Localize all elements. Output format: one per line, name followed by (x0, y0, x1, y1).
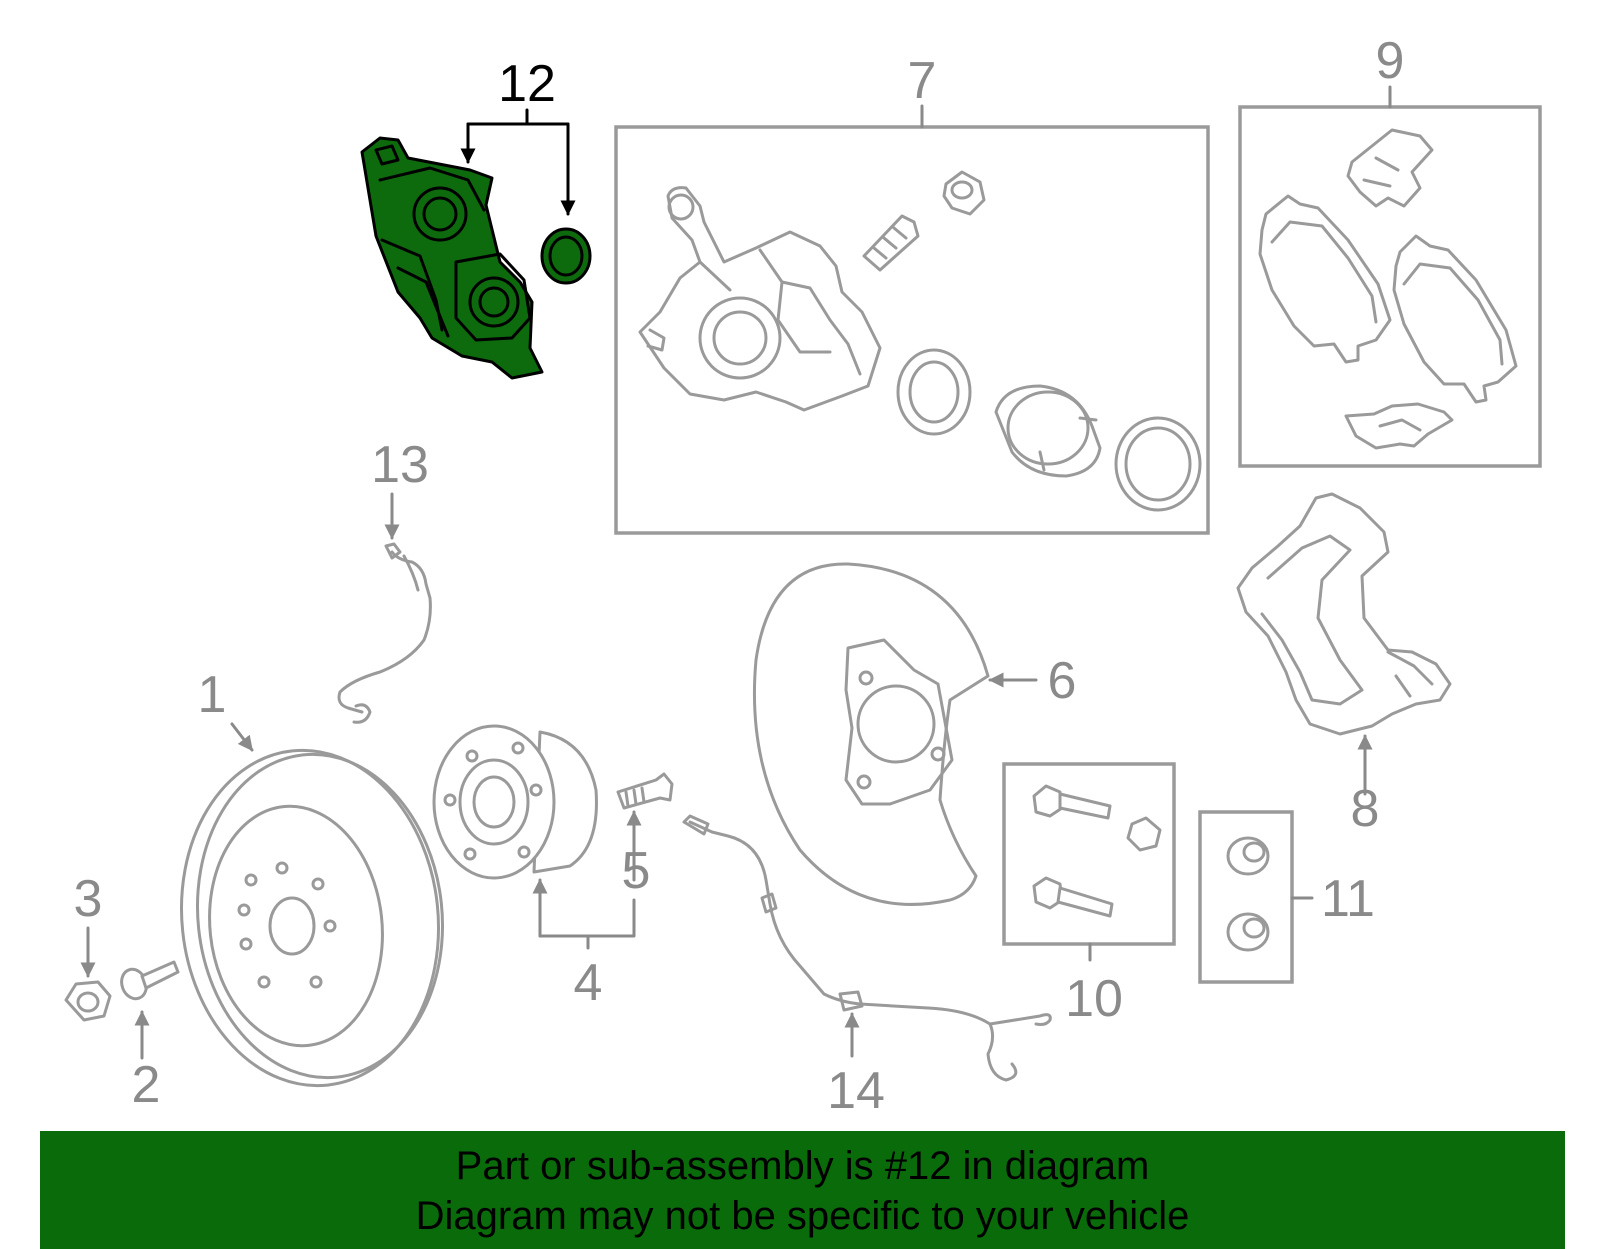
svg-text:7: 7 (908, 52, 937, 110)
part-7-bleeder-cap[interactable] (942, 170, 986, 216)
part-7-dust-boot[interactable] (896, 348, 972, 436)
part-1-brake-rotor[interactable] (165, 738, 458, 1099)
banner-line-disclaimer: Diagram may not be specific to your vehi… (415, 1194, 1190, 1238)
callout-11: 11 (1290, 870, 1375, 928)
svg-text:1: 1 (198, 666, 227, 724)
callout-9: 9 (1376, 32, 1405, 109)
part-14-abs-sensor[interactable] (682, 814, 1052, 1082)
part-9-brake-pad-outer[interactable] (1392, 234, 1518, 404)
part-13-brake-hose[interactable] (337, 542, 432, 724)
callout-3: 3 (74, 870, 103, 978)
part-7-caliper-housing[interactable] (638, 186, 882, 412)
svg-text:8: 8 (1351, 780, 1380, 838)
part-10-box (1002, 762, 1176, 946)
callout-7: 7 (908, 52, 937, 129)
svg-text:14: 14 (827, 1062, 885, 1120)
callout-2: 2 (132, 1010, 161, 1114)
part-3-nut[interactable] (64, 980, 112, 1022)
svg-text:6: 6 (1048, 652, 1077, 710)
part-10-bolts[interactable] (1032, 784, 1162, 918)
callout-4: 4 (532, 878, 636, 1012)
part-9-pad-clip[interactable] (1346, 128, 1434, 208)
part-7-bleeder-screw[interactable] (862, 214, 920, 272)
part-12-piston-seal[interactable] (540, 227, 592, 285)
part-8-caliper-bracket[interactable] (1236, 492, 1452, 736)
part-6-splash-shield[interactable] (752, 562, 990, 906)
svg-text:12: 12 (498, 55, 556, 113)
part-9-wear-indicator[interactable] (1344, 402, 1454, 450)
callout-6: 6 (988, 652, 1077, 710)
info-banner: Part or sub-assembly is #12 in diagram D… (40, 1131, 1565, 1249)
banner-line-part: Part or sub-assembly is #12 in diagram (455, 1144, 1150, 1188)
svg-text:9: 9 (1376, 32, 1405, 90)
callout-10: 10 (1065, 942, 1123, 1028)
svg-text:3: 3 (74, 870, 103, 928)
callout-14: 14 (827, 1012, 885, 1120)
svg-text:4: 4 (574, 954, 603, 1012)
part-7-piston[interactable] (994, 384, 1102, 478)
part-11-bushings[interactable] (1226, 836, 1270, 952)
callout-8: 8 (1351, 734, 1380, 838)
svg-text:13: 13 (371, 436, 429, 494)
svg-text:11: 11 (1321, 870, 1375, 928)
svg-text:5: 5 (622, 842, 651, 900)
part-7-piston-seal[interactable] (1114, 416, 1202, 512)
callout-1: 1 (198, 666, 254, 752)
callout-13: 13 (371, 436, 429, 540)
svg-text:10: 10 (1065, 970, 1123, 1028)
svg-text:2: 2 (132, 1056, 161, 1114)
callout-12: 12 (460, 55, 576, 216)
part-5-wheel-stud[interactable] (616, 772, 674, 810)
part-4-hub-bearing[interactable] (432, 724, 598, 880)
callout-5: 5 (622, 810, 651, 900)
part-7-box (614, 125, 1210, 535)
part-12-caliper-assembly[interactable] (360, 136, 544, 380)
part-9-brake-pad-inner[interactable] (1258, 194, 1392, 364)
part-2-bolt[interactable] (118, 960, 180, 1002)
